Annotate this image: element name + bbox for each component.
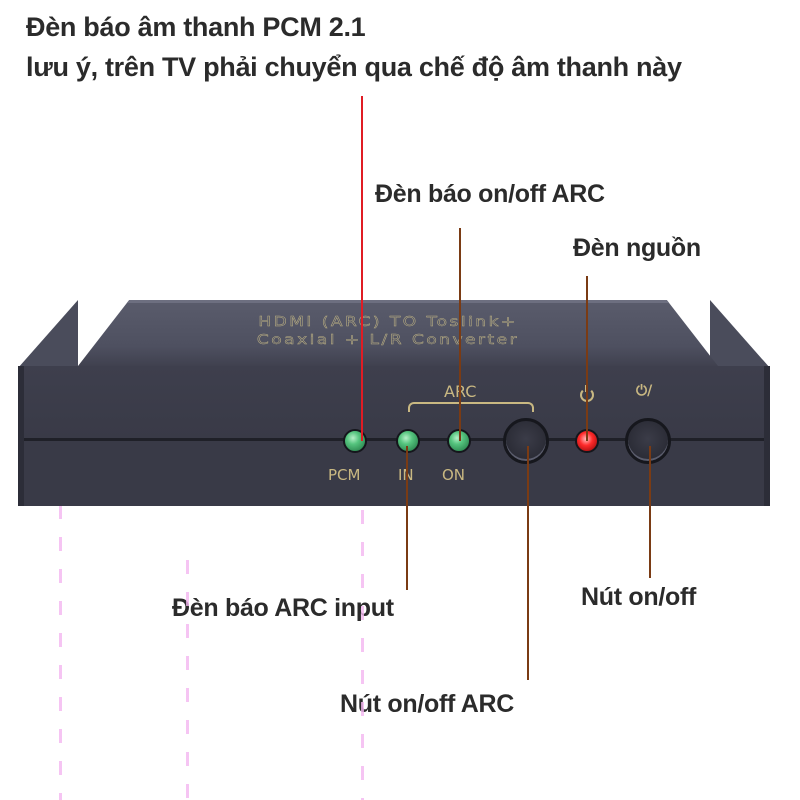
engraved-title-line-1: HDMI (ARC) TO Toslink+: [258, 314, 518, 330]
guide-dash: [186, 560, 189, 800]
pointer-line-power-led: [586, 276, 588, 441]
engraved-title-line-2: Coaxial + L/R Converter: [256, 332, 520, 348]
power-onoff-button[interactable]: [625, 418, 671, 464]
pointer-line-arc-in: [406, 446, 408, 590]
arc-onoff-button[interactable]: [503, 418, 549, 464]
callout-power-button: Nút on/off: [581, 583, 697, 611]
guide-dash: [59, 505, 62, 800]
arc-in-led: [396, 429, 420, 453]
pointer-line-power-button: [649, 446, 651, 578]
callout-arc-input-led: Đèn báo ARC input: [172, 594, 394, 622]
panel-groove: [22, 438, 766, 441]
arc-bracket: [408, 402, 534, 412]
pcm-led: [343, 429, 367, 453]
power-onoff-icon: ⏻/: [636, 383, 653, 399]
heading-line-2: lưu ý, trên TV phải chuyển qua chế độ âm…: [26, 52, 682, 82]
device-top-face: [78, 300, 718, 366]
pointer-line-pcm: [361, 96, 363, 441]
hdmi-arc-converter-device: HDMI (ARC) TO Toslink+ Coaxial + L/R Con…: [18, 300, 770, 510]
callout-power-led: Đèn nguồn: [573, 234, 701, 262]
on-label: ON: [442, 466, 466, 484]
heading-line-1: Đèn báo âm thanh PCM 2.1: [26, 12, 366, 42]
guide-dash: [361, 510, 364, 800]
pointer-line-arc-button: [527, 446, 529, 680]
callout-arc-button: Nút on/off ARC: [340, 690, 514, 718]
pcm-label: PCM: [328, 466, 361, 484]
in-label: IN: [398, 466, 414, 484]
callout-arc-onoff-led: Đèn báo on/off ARC: [375, 180, 605, 208]
top-bevel-left: [18, 300, 78, 368]
top-bevel-right: [710, 300, 770, 368]
pointer-line-arc-on: [459, 228, 461, 441]
